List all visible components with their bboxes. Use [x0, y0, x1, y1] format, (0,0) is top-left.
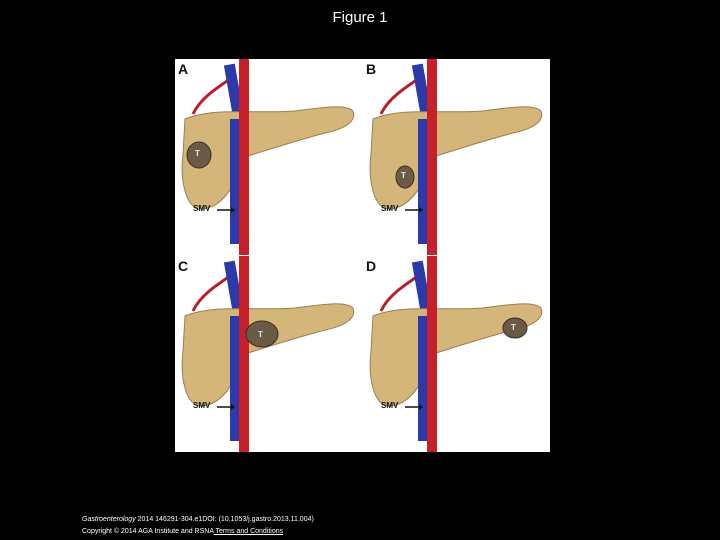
slide-title: Figure 1 — [332, 9, 388, 26]
panel-c: C SMV T — [175, 256, 362, 452]
citation-details: 2014 146291-304.e1DOI: (10.1053/j.gastro… — [135, 516, 314, 523]
panel-letter: A — [178, 61, 189, 77]
figure-image: A SMV T B SMV T C SM — [175, 59, 550, 452]
pancreas-illustration — [181, 256, 355, 452]
pancreas-illustration — [369, 59, 543, 255]
citation-line-1: Gastroenterology 2014 146291-304.e1DOI: … — [82, 514, 314, 526]
citation-line-2: Copyright © 2014 AGA Institute and RSNA … — [82, 526, 314, 538]
citation: Gastroenterology 2014 146291-304.e1DOI: … — [82, 514, 314, 538]
panel-a: A SMV T — [175, 59, 362, 255]
panel-d: D SMV T — [363, 256, 550, 452]
panel-letter: C — [178, 258, 189, 274]
tumor-label: T — [258, 330, 263, 339]
pancreas-illustration — [369, 256, 543, 452]
panel-b: B SMV T — [363, 59, 550, 255]
journal-name: Gastroenterology — [82, 516, 136, 523]
smv-label: SMV — [193, 401, 211, 410]
tumor-label: T — [511, 323, 516, 332]
copyright-text: Copyright © 2014 AGA Institute and RSNA — [82, 528, 214, 535]
smv-label: SMV — [381, 401, 399, 410]
smv-label: SMV — [381, 204, 399, 213]
panel-letter: B — [366, 61, 377, 77]
panel-letter: D — [366, 258, 377, 274]
tumor-label: T — [195, 149, 200, 158]
smv-label: SMV — [193, 204, 211, 213]
terms-and-conditions-link[interactable]: Terms and Conditions — [213, 528, 284, 535]
tumor-label: T — [401, 171, 406, 180]
pancreas-illustration — [181, 59, 355, 255]
